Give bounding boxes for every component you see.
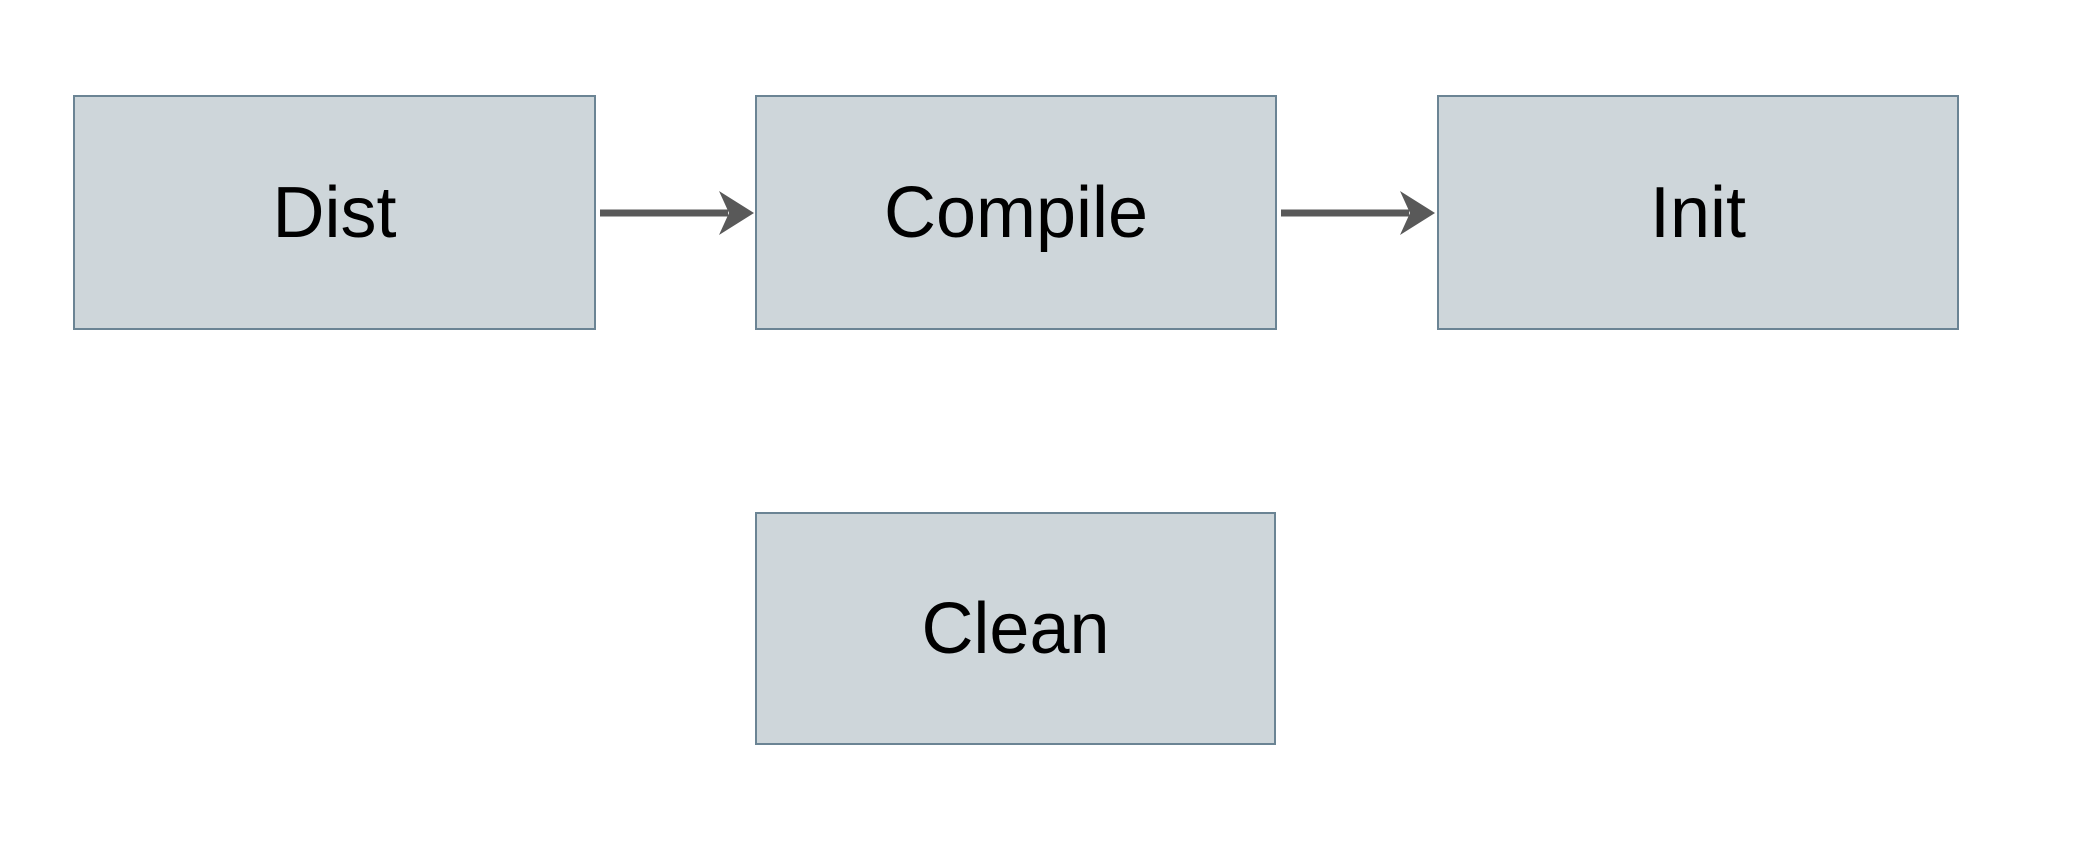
diagram-edge-dist-to-compile[interactable]	[596, 183, 756, 243]
diagram-edge-compile-to-init[interactable]	[1277, 183, 1437, 243]
node-label-compile: Compile	[883, 172, 1149, 253]
node-label-init: Init	[1649, 172, 1747, 253]
node-label-clean: Clean	[921, 588, 1110, 669]
arrowhead-icon	[1400, 191, 1435, 235]
node-label-dist: Dist	[272, 172, 397, 253]
arrowhead-icon	[719, 191, 754, 235]
diagram-node-compile[interactable]: Compile	[755, 95, 1277, 330]
diagram-node-init[interactable]: Init	[1437, 95, 1959, 330]
diagram-node-dist[interactable]: Dist	[73, 95, 596, 330]
diagram-node-clean[interactable]: Clean	[755, 512, 1276, 745]
